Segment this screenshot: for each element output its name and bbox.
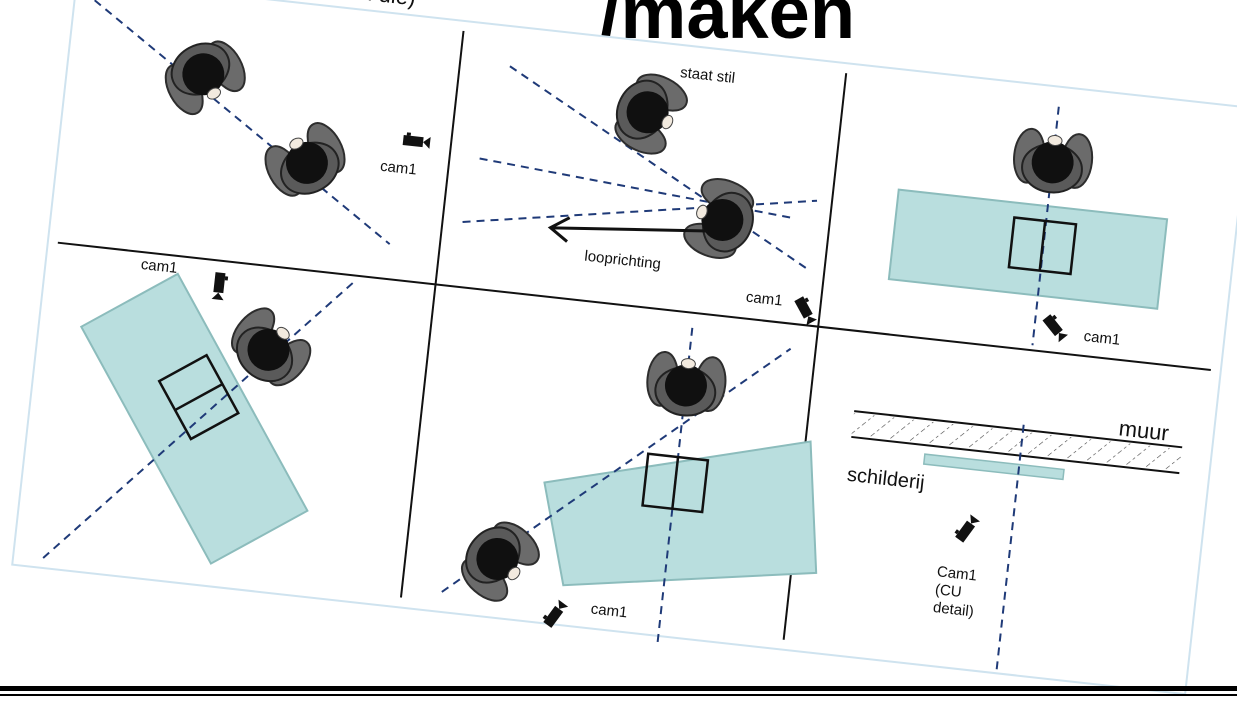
direction-arrowhead: [547, 216, 571, 243]
table: [543, 440, 818, 587]
sightline: [94, 0, 391, 245]
wall-line: [854, 410, 1183, 449]
camera-label: cam1: [590, 600, 628, 621]
book-spine: [1038, 220, 1047, 271]
direction-arrow: [552, 226, 709, 233]
panel-1: cam1: [94, 0, 431, 245]
panel-6: muur schilderij Cam1 (CU detail): [846, 410, 1183, 674]
table: [887, 188, 1169, 310]
camera-label-line2: (CU: [934, 581, 962, 601]
slide-footer-rule-thin: [0, 694, 1237, 696]
grid-line-vertical-1: [399, 30, 465, 598]
grid-line-horizontal: [57, 241, 1211, 371]
book-spine: [174, 383, 224, 412]
camera-label: cam1: [745, 289, 783, 310]
wall-hatch: [851, 413, 1182, 472]
camera-label: cam1: [140, 256, 178, 277]
sightline: [462, 199, 818, 223]
panel-5: cam1: [441, 327, 818, 647]
camera-label: cam1: [1083, 328, 1121, 349]
sightline: [509, 65, 810, 272]
camera-label: cam1: [379, 158, 417, 179]
status-label: staat stil: [679, 64, 736, 87]
table: [79, 272, 309, 565]
panel-4: cam1: [42, 256, 357, 565]
wall-line: [851, 435, 1180, 475]
painting: [922, 453, 1065, 481]
panel-2: staat stil looprichting cam1: [462, 63, 819, 326]
camera-label-line3: detail): [932, 599, 974, 620]
camera-label-line1: Cam1: [936, 563, 978, 584]
panel-3: cam1: [887, 106, 1169, 349]
book-spine: [671, 456, 680, 509]
wall-label: muur: [1118, 415, 1171, 445]
slide-footer-rule: [0, 686, 1237, 691]
